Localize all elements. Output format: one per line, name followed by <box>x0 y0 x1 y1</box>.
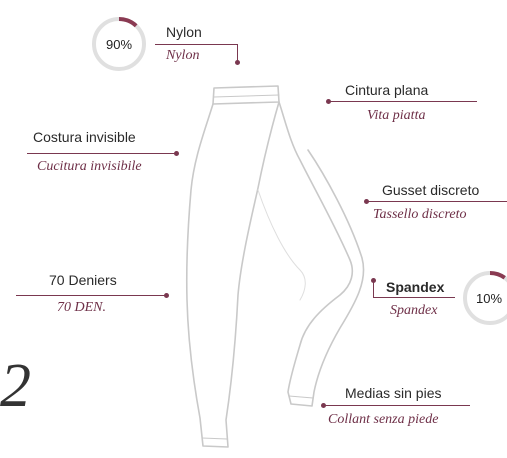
seam-dot <box>174 151 179 156</box>
nylon-dot <box>235 60 240 65</box>
nylon-rule <box>155 44 237 45</box>
nylon-label-it: Nylon <box>166 48 199 64</box>
denier-label: 70 Deniers <box>49 272 117 288</box>
spandex-percent: 10% <box>460 268 507 328</box>
denier-rule <box>16 295 166 296</box>
denier-label-it: 70 DEN. <box>57 300 106 316</box>
gusset-label-it: Tassello discreto <box>373 207 466 223</box>
page-number: 2 <box>0 355 31 417</box>
footless-rule <box>323 405 470 406</box>
spandex-label: Spandex <box>386 279 444 295</box>
footless-label: Medias sin pies <box>345 385 442 401</box>
nylon-percent: 90% <box>89 14 149 74</box>
nylon-badge: 90% <box>89 14 149 74</box>
front-cuff-line <box>202 438 227 439</box>
spandex-rule <box>373 297 455 298</box>
spandex-badge: 10% <box>460 268 507 328</box>
inner-seam-line <box>258 190 305 300</box>
waist-label: Cintura plana <box>345 82 428 98</box>
spandex-label-it: Spandex <box>390 303 437 319</box>
back-leg-outline <box>279 102 364 406</box>
waist-label-it: Vita piatta <box>367 108 425 124</box>
front-leg-outline <box>187 102 279 447</box>
gusset-label: Gusset discreto <box>382 182 479 198</box>
seam-label-it: Cucitura invisibile <box>37 159 142 175</box>
back-cuff-line <box>289 396 313 398</box>
denier-dot <box>164 293 169 298</box>
nylon-label: Nylon <box>166 24 202 40</box>
spandex-rule-vertical <box>373 280 374 298</box>
footless-label-it: Collant senza piede <box>328 412 438 428</box>
waistband-inner-line <box>214 95 279 97</box>
waist-rule <box>328 101 477 102</box>
seam-rule <box>27 153 177 154</box>
seam-label: Costura invisible <box>33 129 136 145</box>
gusset-rule <box>366 201 507 202</box>
